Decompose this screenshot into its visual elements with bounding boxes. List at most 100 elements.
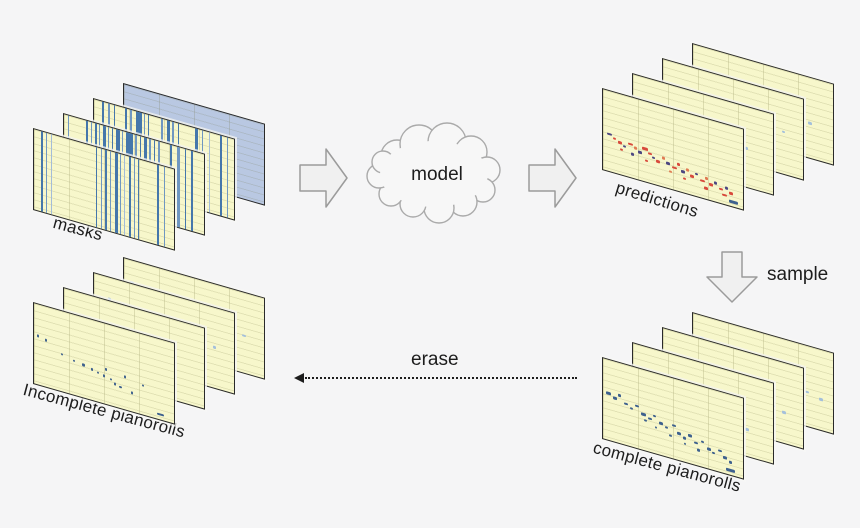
pianoroll-note (659, 421, 663, 426)
pianoroll-note (682, 436, 686, 440)
pianoroll-note (631, 152, 634, 156)
pianoroll-note (612, 396, 617, 401)
model-label: model (411, 164, 463, 185)
pianoroll-note (666, 161, 670, 166)
mask-stripe (120, 153, 122, 235)
pianoroll-note (819, 397, 823, 402)
mask-stripe (100, 148, 102, 229)
mask-stripe (185, 149, 187, 230)
pianoroll-note (654, 425, 657, 430)
pianoroll-note (629, 406, 633, 411)
pianoroll-note (664, 425, 668, 429)
mask-stripe (220, 135, 223, 217)
pianoroll-note (712, 451, 716, 455)
pianoroll-note (685, 168, 689, 172)
pianoroll-note (703, 186, 708, 190)
pianoroll-note (745, 427, 749, 432)
pianoroll-note (682, 176, 686, 181)
mask-stripe (208, 132, 210, 213)
pianoroll-note (123, 375, 126, 379)
pianoroll-note (647, 416, 652, 421)
pianoroll-note (130, 390, 133, 395)
mask-stripe (95, 146, 97, 228)
pianoroll-note (724, 186, 728, 191)
pianoroll-note (677, 431, 682, 436)
pianoroll-note (671, 423, 676, 428)
pianoroll-note (723, 455, 728, 460)
pianoroll-note (661, 156, 665, 160)
pianoroll-note (91, 367, 94, 371)
sample-label: sample (767, 264, 829, 285)
pianoroll-note (81, 363, 85, 367)
pianoroll-note (60, 352, 63, 356)
pianoroll-note (729, 460, 732, 465)
mask-stripe (191, 150, 194, 232)
pianoroll-note (713, 180, 717, 185)
pianoroll-note (619, 147, 623, 152)
pianoroll-note (622, 144, 626, 148)
pianoroll-note (695, 172, 699, 177)
pianoroll-note (45, 338, 48, 342)
pianoroll-note (119, 385, 123, 389)
pianoroll-note (668, 169, 672, 174)
erase-dotted-line (305, 377, 577, 379)
pianoroll-note (241, 333, 246, 338)
mask-stripe (227, 137, 228, 218)
pianoroll-note (705, 176, 709, 181)
erase-label: erase (411, 349, 459, 370)
pianoroll-note (805, 390, 809, 394)
pianoroll-note (643, 418, 647, 423)
pianoroll-note (645, 158, 648, 163)
pianoroll-note (605, 391, 611, 396)
pianoroll-note (681, 170, 686, 174)
pianoroll-note (635, 404, 640, 409)
mask-stripe (104, 149, 108, 231)
pianoroll-note (105, 367, 108, 371)
arrow-down-icon (706, 251, 758, 303)
pianoroll-note (701, 439, 704, 444)
pianoroll-note (717, 448, 722, 453)
pianoroll-note (628, 142, 634, 147)
pianoroll-note (656, 159, 661, 164)
pianoroll-note (157, 412, 165, 417)
pianoroll-note (677, 162, 681, 167)
pianoroll-note (97, 370, 99, 375)
pianoroll-note (141, 383, 144, 387)
arrow-right-icon (299, 148, 348, 208)
pianoroll-note (607, 132, 613, 137)
mask-stripe (138, 159, 140, 240)
pianoroll-note (726, 468, 736, 474)
mask-stripe (41, 131, 43, 212)
pianoroll-note (618, 393, 622, 398)
pianoroll-note (647, 151, 652, 156)
pianoroll-note (694, 441, 698, 445)
pianoroll-note (653, 414, 657, 418)
mask-stripe (157, 164, 159, 246)
pianoroll-note (612, 136, 616, 141)
pianoroll-note (624, 401, 628, 406)
pianoroll-note (719, 187, 724, 192)
pianoroll-note (36, 334, 39, 338)
pianoroll-note (699, 178, 705, 183)
mask-stripe (45, 132, 48, 214)
pianoroll-note (706, 447, 711, 451)
pianoroll-note (671, 165, 677, 170)
mask-stripe (177, 146, 181, 228)
pianoroll-note (102, 374, 105, 378)
pianoroll-note (213, 345, 216, 350)
pianoroll-note (782, 410, 786, 415)
mask-stripe (50, 134, 52, 215)
pianoroll-note (689, 174, 694, 178)
mask-stripe (124, 155, 126, 236)
arrow-right-icon (528, 148, 577, 208)
pianoroll-note (722, 193, 727, 198)
pianoroll-note (113, 382, 116, 386)
pianoroll-note (709, 182, 714, 187)
pianoroll-note (642, 146, 649, 152)
pianoroll-note (688, 433, 693, 438)
pianoroll-note (745, 146, 748, 150)
pianoroll-note (668, 433, 672, 438)
pianoroll-note (73, 359, 76, 363)
pianoroll-note (782, 130, 785, 134)
